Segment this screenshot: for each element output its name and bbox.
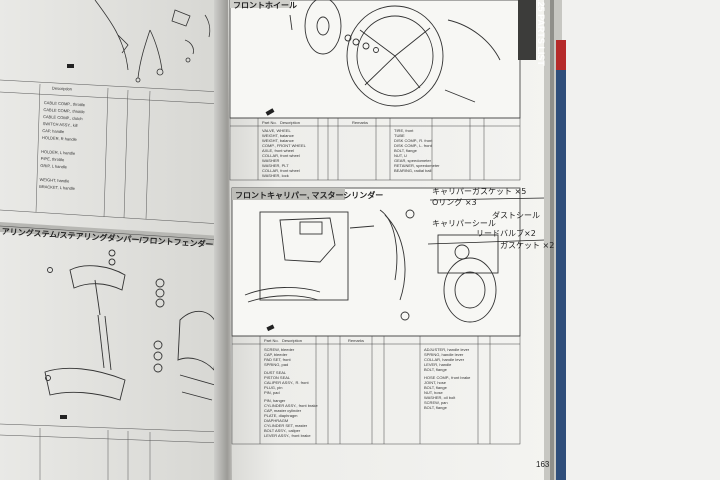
table-row: DUST SEAL (264, 370, 287, 375)
table-row: BOLT ASSY., caliper (264, 428, 301, 433)
front-wheel-table (229, 117, 521, 181)
left-table-header-description: Description (51, 85, 73, 92)
caliper-table-rows: SCREW, bleeder CAP, bleeder PAD SET, fro… (264, 347, 318, 438)
left-page (0, 0, 232, 480)
handwritten-note: Oリング ×3 (432, 198, 477, 207)
table-row: CYLINDER ASSY., front brake (264, 403, 318, 408)
table-row: COMP., FRONT WHEEL (262, 143, 306, 148)
table-row: LEVER ASSY., front brake (264, 433, 311, 438)
table-row: DIAPHRAGM (264, 418, 289, 423)
front-wheel-diagram (289, 0, 501, 107)
section-title-front-wheel: フロントホイール (233, 1, 297, 10)
table-row: TIRE, front (394, 128, 414, 133)
table-row: PLATE, diaphragm (264, 413, 298, 418)
wheel-table-rows: VALVE, WHEEL WEIGHT, balance WEIGHT, bal… (262, 128, 306, 178)
table-row: COLLAR, handle lever (424, 357, 465, 362)
right-page (228, 0, 560, 480)
table-row: RETAINER, speedometer (394, 163, 440, 168)
table-row: LEVER, handle (424, 362, 452, 367)
caliper-table-header-description: Description (282, 338, 303, 343)
table-row: WEIGHT, balance (262, 133, 294, 138)
table-row: PAD SET, front (264, 357, 291, 362)
table-row: CYLINDER SET, master (264, 423, 308, 428)
table-row: CALIPER ASSY., R. front (264, 380, 309, 385)
handwritten-note: ガスケット ×2 (500, 241, 555, 250)
table-row: HOSE COMP., front brake (424, 375, 471, 380)
table-row: PLUG, pin (264, 385, 283, 390)
handwritten-note: リードバルブ×2 (476, 229, 536, 238)
left-table-rows: CABLE COMP., throttle CABLE COMP., throt… (39, 100, 85, 193)
table-row: JOINT, hose (424, 380, 447, 385)
background (560, 0, 720, 480)
table-row: SPRING, handle lever (424, 352, 464, 357)
page-number: 163 (536, 460, 550, 469)
front-wheel-panel (229, 0, 521, 119)
left-table-top (0, 79, 223, 225)
running-title-tab (518, 0, 536, 60)
table-row: DISK COMP., R. front (394, 138, 433, 143)
table-row: ADJUSTER, handle lever (424, 347, 470, 352)
table-row: CAP, bleeder (264, 352, 288, 357)
caliper-diagram (244, 209, 499, 323)
handwritten-note: キャリパーガスケット ×5 (432, 187, 527, 196)
table-row: BEARING, radial ball (394, 168, 432, 173)
table-row: WEIGHT, balance (262, 138, 294, 143)
table-row: NUT, U (394, 153, 407, 158)
handwritten-note: キャリパーシール (432, 219, 496, 228)
table-row: PISTON SEAL (264, 375, 291, 380)
table-row: WASHER, lock (262, 173, 289, 178)
table-row: NUT, hose (424, 390, 443, 395)
table-row: VALVE, WHEEL (262, 128, 291, 133)
table-row: BOLT, flange (424, 405, 447, 410)
table-row: COLLAR, front wheel (262, 168, 300, 173)
wheel-table-rows-right: TIRE, front TUBE DISK COMP., R. front DI… (394, 128, 440, 173)
hose-table-rows: ADJUSTER, handle lever SPRING, handle le… (424, 347, 470, 410)
table-row: WASHER (262, 158, 280, 163)
table-row: BOLT, flange (424, 385, 447, 390)
handwritten-note: ダストシール (492, 211, 540, 220)
table-row: SCREW, pan (424, 400, 448, 405)
caliper-table-header-remarks: Remarks (348, 338, 365, 343)
steering-header-bar (0, 222, 222, 246)
cover-edge-red (556, 40, 566, 70)
table-row: PIN, hanger (264, 398, 286, 403)
table-row: BOLT, flange (394, 148, 417, 153)
table-row: GEAR, speedometer (394, 158, 431, 163)
handwriting-strokes (427, 197, 546, 245)
table-row: CAP, master cylinder (264, 408, 302, 413)
caliper-table (231, 335, 521, 445)
table-row: WASHER, PLT (262, 163, 289, 168)
table-row: TUBE (394, 133, 405, 138)
caliper-table-header-part-no: Part No. (264, 338, 279, 343)
cover-edge-blue (556, 60, 566, 480)
handlebar-diagram (94, 0, 211, 83)
left-table-bottom (0, 423, 223, 480)
table-row: BOLT, flange (424, 367, 447, 372)
table-row: WASHER, oil bolt (424, 395, 456, 400)
wheel-table-header-part-no: Part No. (262, 120, 277, 125)
table-row: SPRING, pad (264, 362, 289, 367)
table-row: PIN, pad (264, 390, 280, 395)
wheel-table-header-remarks: Remarks (352, 120, 369, 125)
table-row: COLLAR, front wheel (262, 153, 300, 158)
table-row: SCREW, bleeder (264, 347, 295, 352)
wheel-table-header-description: Description (280, 120, 301, 125)
section-title-front-caliper: フロントキャリパー, マスターシリンダー (235, 191, 384, 200)
table-row: DISK COMP., L. front (394, 143, 432, 148)
running-title: R125 PARTS LIST (535, 0, 546, 66)
front-caliper-panel (231, 187, 521, 337)
table-row: AXLE, front wheel (262, 148, 295, 153)
